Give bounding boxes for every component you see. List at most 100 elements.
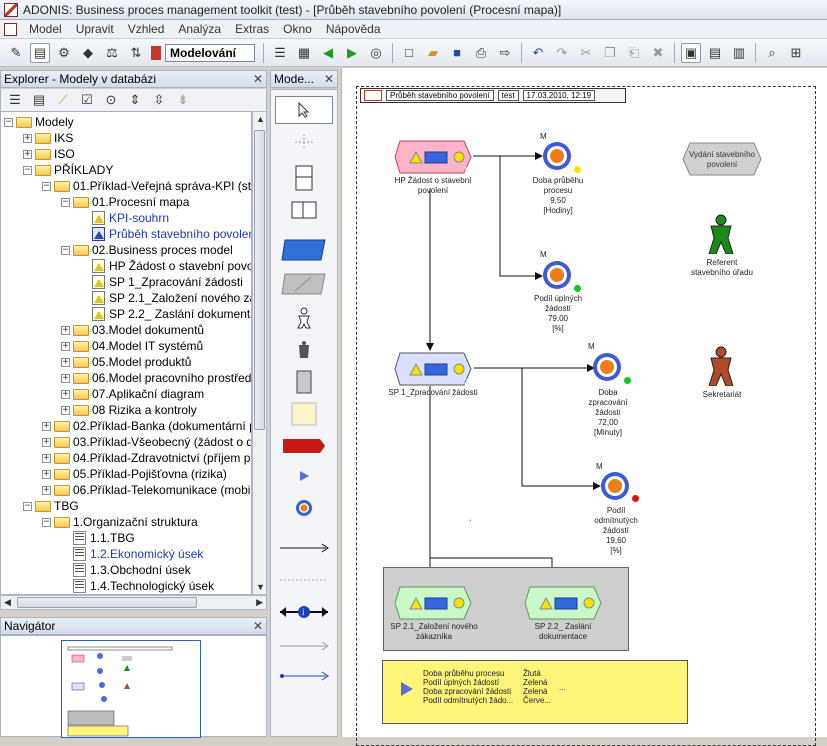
redo-icon[interactable]: ↷ <box>556 44 568 60</box>
tree-folder[interactable]: +02.Příklad-Banka (dokumentární pla <box>42 418 251 434</box>
evaluation-icon[interactable]: ⚖ <box>106 44 118 60</box>
expand-icon[interactable]: + <box>61 356 70 367</box>
tree-item[interactable]: HP Žádost o stavební povol <box>80 258 251 274</box>
navigate-icon[interactable]: ◎ <box>370 44 382 60</box>
metric-icon-1[interactable] <box>542 141 572 171</box>
paste-icon[interactable]: ⎗ <box>628 44 640 60</box>
list-view-icon[interactable]: ▤ <box>32 92 46 107</box>
tree-folder[interactable]: −Modely <box>4 114 74 130</box>
red-arrow-shape-icon[interactable] <box>275 432 333 460</box>
collapse-icon[interactable]: − <box>61 196 70 207</box>
tree-folder[interactable]: +ISO <box>23 146 75 162</box>
external-process-shape[interactable] <box>682 142 762 176</box>
expand-icon[interactable]: + <box>61 372 70 383</box>
analysis-icon[interactable]: ⚙ <box>58 44 70 60</box>
tree-folder[interactable]: +IKS <box>23 130 73 146</box>
swimlane-vertical-icon[interactable] <box>275 196 333 224</box>
back-icon[interactable]: ◀ <box>323 44 333 60</box>
scroll-thumb[interactable] <box>254 130 265 430</box>
tree-folder[interactable]: +05.Příklad-Pojišťovna (rizika) <box>42 466 227 482</box>
note-shape-icon[interactable] <box>275 400 333 428</box>
tree-folder[interactable]: +06.Model pracovního prostředí <box>61 370 251 386</box>
copy-icon[interactable]: ❐ <box>604 44 616 60</box>
collapse-icon[interactable]: − <box>42 180 51 191</box>
expand-icon[interactable]: + <box>61 404 70 415</box>
menu-vzhled[interactable]: Vzhled <box>127 22 165 36</box>
rectangle-shape-icon[interactable] <box>275 368 333 396</box>
collapse-icon[interactable]: − <box>23 500 32 511</box>
triangle-marker-icon[interactable] <box>275 462 333 490</box>
align-icon[interactable]: ▥ <box>732 44 746 60</box>
expand-icon[interactable]: + <box>42 484 51 495</box>
process-sp1[interactable]: 2 <box>394 352 472 386</box>
model-canvas[interactable]: Průběh stavebního povolení test 17.03.20… <box>341 68 827 746</box>
external-process-icon[interactable] <box>275 270 333 298</box>
dotted-connector-icon[interactable] <box>275 566 333 594</box>
tree-item[interactable]: KPI-souhrn <box>80 210 169 226</box>
tree-folder[interactable]: −TBG <box>23 498 79 514</box>
tree-folder[interactable]: +04.Model IT systémů <box>61 338 203 354</box>
connector-tool-icon[interactable] <box>275 128 333 156</box>
expand-all-icon[interactable]: ⇕ <box>129 92 141 107</box>
scroll-left-icon[interactable]: ◀ <box>4 597 11 607</box>
export-icon[interactable]: ⇨ <box>499 44 511 60</box>
tree-folder[interactable]: −01.Procesní mapa <box>61 194 189 210</box>
tree-item[interactable]: 1.1.TBG <box>61 530 135 546</box>
process-shape-icon[interactable] <box>275 236 333 264</box>
check-icon[interactable]: ☑ <box>81 92 93 107</box>
legend-box[interactable]: Doba průběhu procesu Žlutá Podíl úplných… <box>382 660 688 724</box>
expand-icon[interactable]: + <box>42 436 51 447</box>
grid-icon[interactable]: ▣ <box>681 42 701 63</box>
menu-upravit[interactable]: Upravit <box>75 22 114 36</box>
scroll-up-icon[interactable]: ▲ <box>256 114 265 124</box>
cut-icon[interactable]: ✂ <box>580 44 592 60</box>
collapse-icon[interactable]: − <box>61 244 70 255</box>
metric-icon-3[interactable] <box>592 352 622 382</box>
info-connector-icon[interactable]: i <box>275 598 333 626</box>
expand-icon[interactable]: + <box>61 340 70 351</box>
zoom-icon[interactable]: ⌕ <box>768 44 776 60</box>
close-icon[interactable]: ✕ <box>252 619 263 633</box>
document-menu-icon[interactable] <box>4 22 17 36</box>
open-folder-icon[interactable]: ▰ <box>428 44 438 60</box>
metric-marker-icon[interactable] <box>275 494 333 522</box>
expand-icon[interactable]: + <box>61 324 70 335</box>
swimlane-horizontal-icon[interactable] <box>275 164 333 192</box>
collapse-icon[interactable]: − <box>4 116 13 127</box>
close-icon[interactable]: ✕ <box>252 72 263 86</box>
process-sp22[interactable] <box>524 586 602 620</box>
chart-icon[interactable]: ⟋ <box>58 92 68 107</box>
gray-arrow-icon[interactable] <box>275 632 333 660</box>
expand-icon[interactable]: + <box>42 468 51 479</box>
expand-icon[interactable]: + <box>23 148 32 159</box>
tree-folder[interactable]: +05.Model produktů <box>61 354 191 370</box>
tree-folder[interactable]: +08 Rizika a kontroly <box>61 402 197 418</box>
import-export-icon[interactable]: ⇅ <box>130 44 142 60</box>
menu-analyza[interactable]: Analýza <box>178 22 222 36</box>
tree-vertical-scrollbar[interactable]: ▲ ▼ <box>252 111 267 595</box>
process-hp[interactable]: 1 <box>394 140 472 174</box>
process-sp21[interactable] <box>394 586 472 620</box>
edit-model-icon[interactable]: ✎ <box>10 44 22 60</box>
modeling-mode-icon[interactable]: ▤ <box>30 42 50 63</box>
person-icon[interactable] <box>275 304 333 332</box>
simulation-icon[interactable]: ◆ <box>83 44 93 60</box>
tree-folder[interactable]: −PŘÍKLADY <box>23 162 113 178</box>
arrow-connector-icon[interactable] <box>275 534 333 562</box>
menu-model[interactable]: Model <box>29 22 62 36</box>
tree-folder[interactable]: +04.Příklad-Zdravotnictví (příjem pac <box>42 450 251 466</box>
expand-icon[interactable]: + <box>23 132 32 143</box>
metric-icon-2[interactable] <box>542 260 572 290</box>
close-icon[interactable]: ✕ <box>323 72 334 86</box>
counter-icon[interactable]: ⊙ <box>105 92 117 107</box>
print-icon[interactable]: ⎙ <box>475 44 487 60</box>
tree-folder[interactable]: +03.Model dokumentů <box>61 322 204 338</box>
tree-item[interactable]: 1.4.Technologický úsek <box>61 578 214 594</box>
database-icon[interactable]: ☰ <box>274 44 286 60</box>
collapse-icon[interactable]: − <box>42 516 51 527</box>
save-icon[interactable]: ■ <box>453 45 461 60</box>
tree-folder[interactable]: +07.Aplikační diagram <box>61 386 204 402</box>
menu-extras[interactable]: Extras <box>235 22 270 36</box>
expand-icon[interactable]: + <box>42 420 51 431</box>
tree-item[interactable]: 1.2.Ekonomický úsek <box>61 546 203 562</box>
